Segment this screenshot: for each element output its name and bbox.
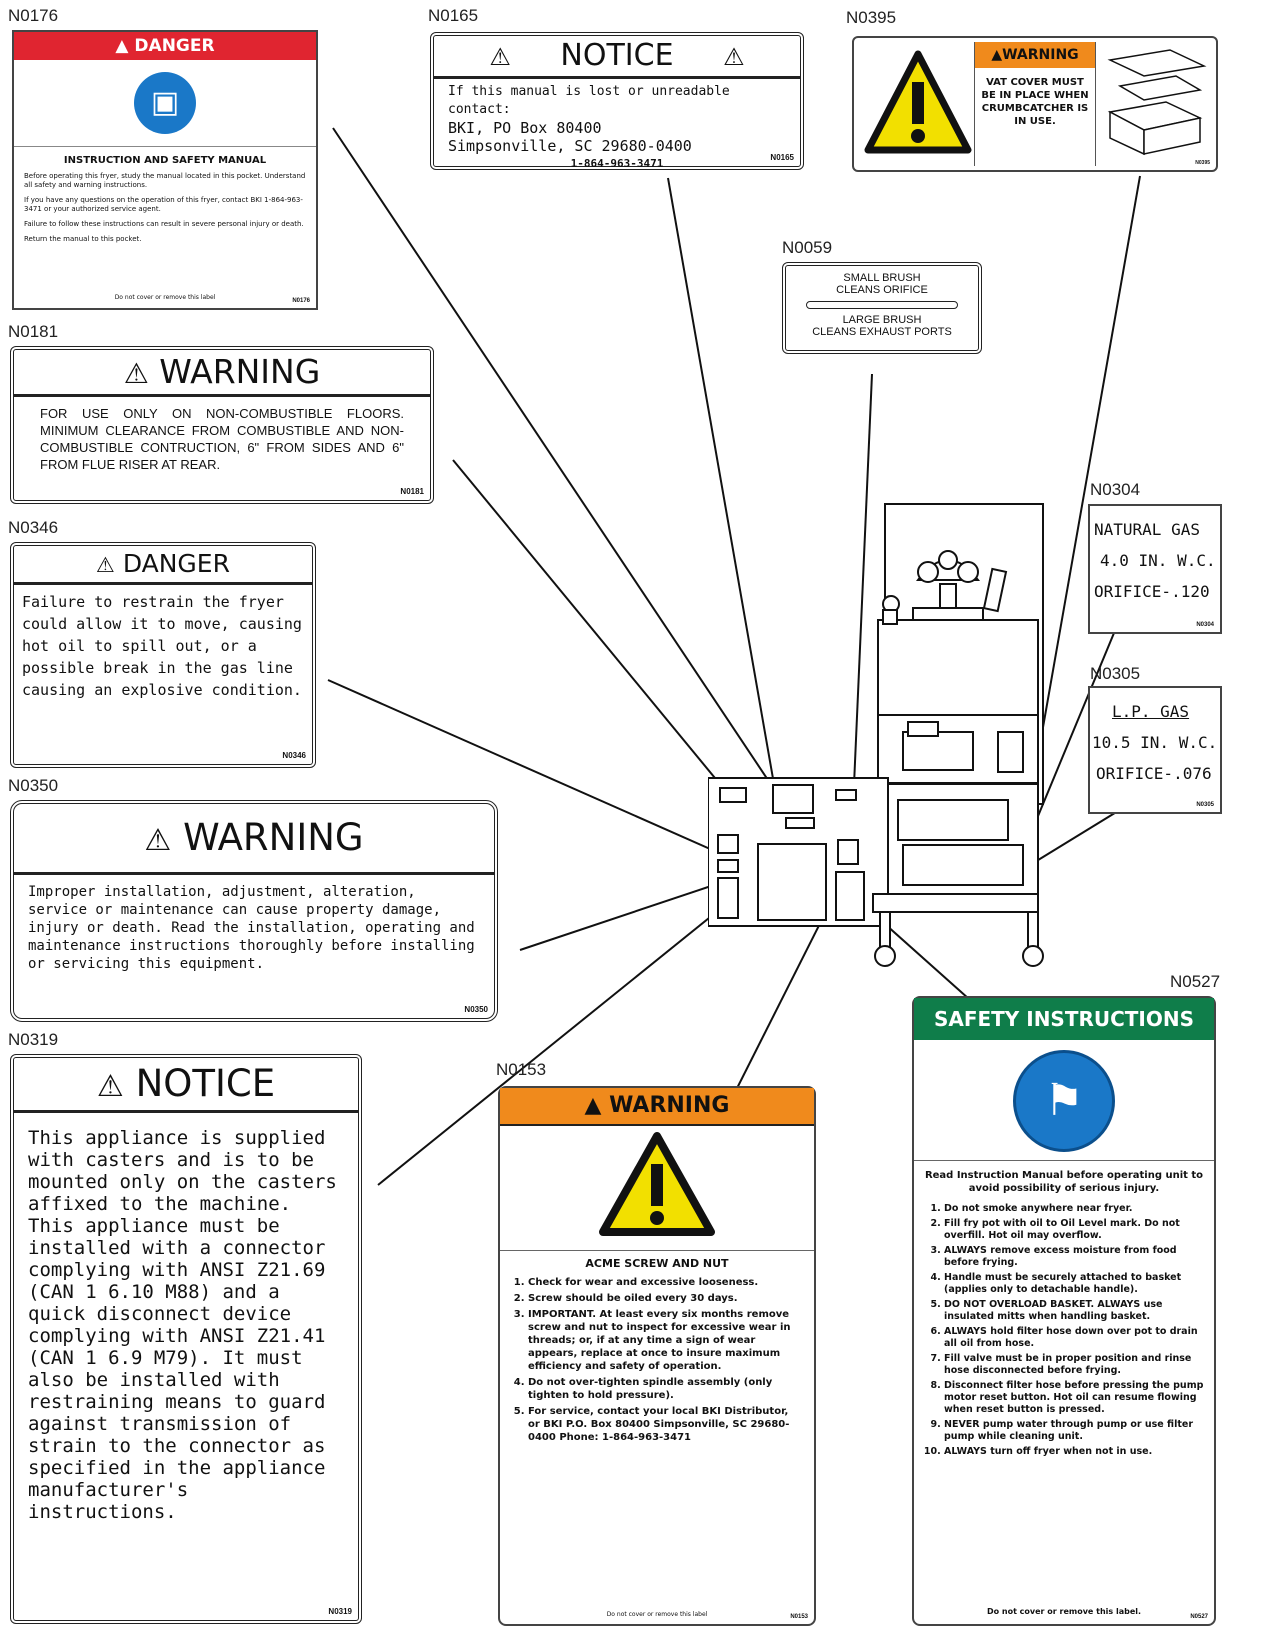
vat-cover-diagram <box>1100 46 1212 164</box>
label-code-n0527: N0527 <box>1170 972 1221 991</box>
list-item: IMPORTANT. At least every six months rem… <box>528 1308 800 1373</box>
label-code-n0165: N0165 <box>428 6 479 25</box>
label-code-n0153: N0153 <box>496 1060 547 1079</box>
list-item: Do not smoke anywhere near fryer. <box>944 1203 1204 1215</box>
label-n0350: ⚠ WARNING Improper installation, adjustm… <box>10 800 498 1022</box>
warning-header: ⚠ WARNING <box>14 350 430 397</box>
leader-n0346 <box>327 679 736 861</box>
hazard-symbol-icon <box>500 1126 814 1251</box>
warning-triangle-icon: ▲ <box>584 1093 602 1118</box>
warning-banner: ▲ WARNING <box>500 1088 814 1126</box>
warning-triangle-icon: ▲ <box>991 47 1003 63</box>
brush-divider <box>806 301 958 309</box>
list-item: Check for wear and excessive looseness. <box>528 1276 800 1289</box>
label-n0181: ⚠ WARNING FOR USE ONLY ON NON-COMBUSTIBL… <box>10 346 434 504</box>
safety-instructions-list: Do not smoke anywhere near fryer. Fill fr… <box>914 1199 1214 1458</box>
list-item: Screw should be oiled every 30 days. <box>528 1292 800 1305</box>
danger-header: ⚠ DANGER <box>14 546 312 585</box>
list-item: Handle must be securely attached to bask… <box>944 1272 1204 1296</box>
leader-n0350 <box>519 877 736 951</box>
leader-n0319 <box>377 892 741 1186</box>
label-n0346: ⚠ DANGER Failure to restrain the fryer c… <box>10 542 316 768</box>
warning-triangle-icon: ⚠ <box>144 823 172 858</box>
label-code-n0319: N0319 <box>8 1030 59 1049</box>
list-item: Do not over-tighten spindle assembly (on… <box>528 1376 800 1402</box>
label-code-n0059: N0059 <box>782 238 833 257</box>
label-code-n0395: N0395 <box>846 8 897 27</box>
label-n0527: SAFETY INSTRUCTIONS ⚑ Read Instruction M… <box>912 996 1216 1626</box>
label-n0059: SMALL BRUSH CLEANS ORIFICE LARGE BRUSH C… <box>782 262 982 354</box>
leader-n0181 <box>452 459 739 807</box>
manual-reader-icon: ▣ <box>134 72 196 134</box>
safety-banner: SAFETY INSTRUCTIONS <box>914 998 1214 1040</box>
danger-banner: ▲ DANGER <box>14 32 316 60</box>
list-item: Fill valve must be in proper position an… <box>944 1353 1204 1377</box>
warning-triangle-icon: ⚠ <box>96 553 115 577</box>
warning-triangle-icon: ⚠ <box>96 1069 124 1104</box>
label-n0319: ⚠ NOTICE This appliance is supplied with… <box>10 1054 362 1624</box>
control-keypad <box>902 731 974 771</box>
label-n0305: L.P. GAS 10.5 IN. W.C. ORIFICE-.076 N030… <box>1088 686 1222 814</box>
warning-triangle-icon: ⚠ <box>723 43 745 71</box>
leader-n0165 <box>667 177 776 791</box>
label-n0165: ⚠ NOTICE ⚠ If this manual is lost or unr… <box>430 32 804 170</box>
manual-title: INSTRUCTION AND SAFETY MANUAL <box>63 155 267 166</box>
notice-header: ⚠ NOTICE <box>14 1058 358 1113</box>
label-code-n0346: N0346 <box>8 518 59 537</box>
list-item: DO NOT OVERLOAD BASKET. ALWAYS use insul… <box>944 1299 1204 1323</box>
label-n0153: ▲ WARNING ACME SCREW AND NUT Check for w… <box>498 1086 816 1626</box>
acme-instructions-list: Check for wear and excessive looseness. S… <box>500 1270 814 1444</box>
warning-triangle-icon: ⚠ <box>489 43 511 71</box>
fryer-upper-body <box>877 619 1039 721</box>
fryer-illustration <box>707 500 1053 988</box>
warning-banner: ▲WARNING <box>975 42 1095 68</box>
warning-triangle-icon: ▲ <box>115 36 129 56</box>
list-item: NEVER pump water through pump or use fil… <box>944 1419 1204 1443</box>
fryer-drawing <box>707 503 1044 967</box>
caster-right <box>1022 945 1044 967</box>
list-item: Fill fry pot with oil to Oil Level mark.… <box>944 1218 1204 1242</box>
caster-left <box>874 945 896 967</box>
leader-n0059 <box>853 373 873 786</box>
label-code-n0181: N0181 <box>8 322 59 341</box>
hazard-symbol-icon <box>862 46 974 164</box>
warning-header: ⚠ WARNING <box>14 804 494 875</box>
label-code-n0176: N0176 <box>8 6 59 25</box>
list-item: For service, contact your local BKI Dist… <box>528 1405 800 1444</box>
notice-header: ⚠ NOTICE ⚠ <box>434 36 800 79</box>
list-item: ALWAYS hold filter hose down over pot to… <box>944 1326 1204 1350</box>
list-item: Disconnect filter hose before pressing t… <box>944 1380 1204 1416</box>
label-n0395: ▲WARNING VAT COVER MUST BE IN PLACE WHEN… <box>852 36 1218 172</box>
manual-reader-icon: ⚑ <box>914 1040 1214 1161</box>
label-code-n0304: N0304 <box>1090 480 1141 499</box>
list-item: ALWAYS remove excess moisture from food … <box>944 1245 1204 1269</box>
label-n0176: ▲ DANGER ▣ INSTRUCTION AND SAFETY MANUAL… <box>12 30 318 310</box>
label-code-n0305: N0305 <box>1090 664 1141 683</box>
list-item: ALWAYS turn off fryer when not in use. <box>944 1446 1204 1458</box>
leader-n0176 <box>332 127 789 811</box>
warning-triangle-icon: ⚠ <box>123 357 149 390</box>
label-n0304: NATURAL GAS 4.0 IN. W.C. ORIFICE-.120 N0… <box>1088 504 1222 634</box>
label-code-n0350: N0350 <box>8 776 59 795</box>
